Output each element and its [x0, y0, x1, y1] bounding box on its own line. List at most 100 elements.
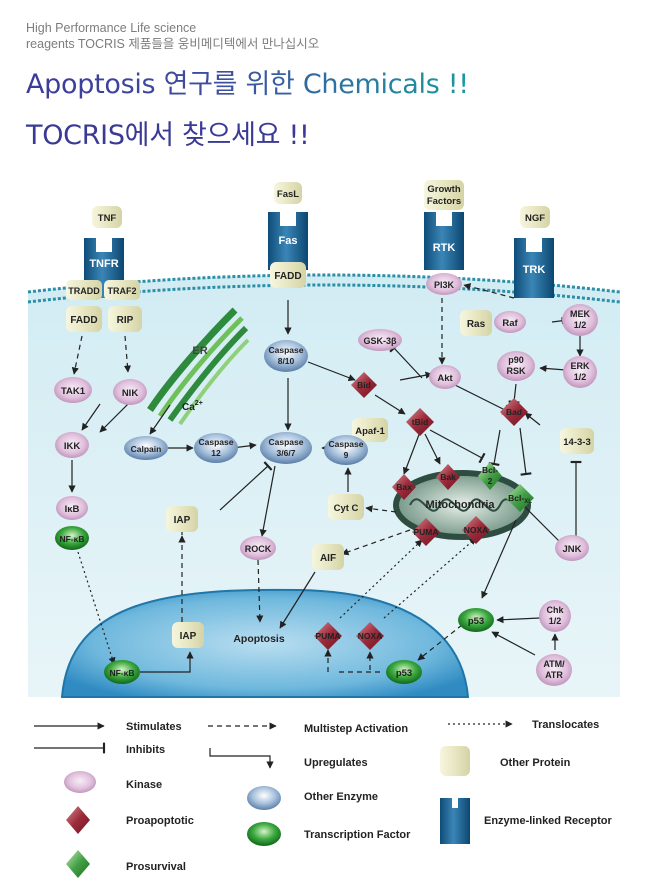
- nfkb-nucleus-label: NF-κB: [109, 668, 134, 678]
- fas-label: Fas: [279, 235, 298, 247]
- iap-nucleus-label: IAP: [180, 631, 197, 642]
- rock-label: ROCK: [245, 544, 272, 554]
- ikb-label: IκB: [65, 504, 80, 515]
- bclxl-subscript: XL: [524, 499, 532, 505]
- iap-label: IAP: [174, 515, 191, 526]
- aif-label: AIF: [320, 553, 336, 564]
- tak1-label: TAK1: [61, 386, 86, 397]
- legend-translocates: Translocates: [532, 719, 599, 731]
- p90rsk-label-1: p90: [508, 355, 524, 365]
- apaf1-label: Apaf-1: [355, 426, 385, 437]
- subtitle-line-2: reagents TOCRIS 제품들을 웅비메디텍에서 만나십시오: [26, 37, 320, 51]
- prosurvival-nodes: Bcl- 2 Bcl-XL: [478, 462, 534, 512]
- jnk-label: JNK: [562, 544, 581, 555]
- other-protein-nodes: TNF FasL Growth Factors NGF TRADD TRAF2 …: [66, 180, 594, 648]
- tnf-label: TNF: [98, 213, 117, 224]
- traf2-label: TRAF2: [108, 286, 137, 296]
- nucleus: [60, 588, 470, 698]
- legend-stimulates: Stimulates: [126, 721, 182, 733]
- receptor-fas: Fas: [268, 212, 308, 270]
- raf-label: Raf: [502, 318, 518, 329]
- p53-label: p53: [468, 616, 484, 627]
- rtk-label: RTK: [433, 242, 456, 254]
- bclxl-label: Bcl-XL: [508, 493, 532, 505]
- erk-label-2: 1/2: [574, 372, 587, 382]
- transcription-factor-nodes: NF-κB p53 NF-κB p53: [55, 526, 494, 684]
- calcium-superscript: 2+: [195, 400, 203, 407]
- atm-label-1: ATM/: [543, 659, 565, 669]
- caspase12-label-1: Caspase: [199, 437, 234, 447]
- er-label: ER: [192, 345, 207, 357]
- legend-proapoptotic: Proapoptotic: [126, 815, 194, 827]
- apoptosis-label: Apoptosis: [233, 633, 284, 645]
- legend-multistep: Multistep Activation: [304, 723, 408, 735]
- tnfr-label: TNFR: [89, 258, 118, 270]
- protein-1433-label: 14-3-3: [563, 437, 590, 448]
- mitochondria-label: Mitochondria: [425, 499, 495, 511]
- calpain-label: Calpain: [131, 444, 162, 454]
- enzyme-nodes: Caspase 8/10 Calpain Caspase 12 Caspase …: [124, 340, 368, 465]
- legend-inhibits: Inhibits: [126, 744, 165, 756]
- erk-label-1: ERK: [570, 361, 590, 371]
- ras-label: Ras: [467, 319, 486, 330]
- caspase9-label-2: 9: [344, 450, 349, 460]
- caspase12-label-2: 12: [211, 448, 221, 458]
- nik-label: NIK: [122, 388, 139, 399]
- nfkb-label: NF-κB: [59, 534, 84, 544]
- headline-title: Apoptosis 연구를 위한 Chemicals !!: [26, 62, 469, 101]
- puma-label: PUMA: [413, 527, 438, 537]
- noxa-label: NOXA: [464, 525, 489, 535]
- fasl-label: FasL: [277, 189, 299, 200]
- legend-prosurvival: Prosurvival: [126, 861, 186, 873]
- p53-nucleus-label: p53: [396, 668, 412, 679]
- chk-label-2: 1/2: [549, 616, 562, 626]
- bid-label: Bid: [357, 380, 371, 390]
- legend-other-enzyme: Other Enzyme: [304, 791, 378, 803]
- legend-kinase: Kinase: [126, 779, 162, 791]
- mek-label-1: MEK: [570, 309, 591, 319]
- legend-transcription-factor: Transcription Factor: [304, 829, 411, 841]
- caspase367-label-2: 3/6/7: [277, 448, 296, 458]
- puma-nucleus-label: PUMA: [315, 631, 340, 641]
- proapoptotic-nodes: Bid tBid Bad Bax Bak PUMA NOXA PUMA NOXA: [314, 372, 528, 650]
- caspase367-label-1: Caspase: [269, 437, 304, 447]
- legend-upregulates: Upregulates: [304, 757, 368, 769]
- cytc-label: Cyt C: [334, 503, 359, 514]
- kinase-nodes: PI3K Raf MEK 1/2 GSK-3β TAK1 NIK Akt p90…: [54, 273, 598, 686]
- receptor-trk: TRK: [514, 238, 554, 298]
- bak-label: Bak: [440, 472, 456, 482]
- akt-label: Akt: [437, 373, 453, 384]
- ngf-label: NGF: [525, 213, 545, 224]
- pi3k-label: PI3K: [434, 280, 455, 290]
- bcl2-label-1: Bcl-: [482, 465, 498, 475]
- growth-factors-label-2: Factors: [427, 196, 461, 207]
- fadd-label: FADD: [274, 271, 301, 282]
- caspase810-label-2: 8/10: [278, 356, 295, 366]
- legend: Stimulates Multistep Activation Transloc…: [34, 719, 612, 878]
- gsk3b-label: GSK-3β: [364, 336, 398, 346]
- endoplasmic-reticulum: [147, 307, 250, 426]
- ikk-label: IKK: [64, 441, 81, 452]
- bax-label: Bax: [396, 482, 412, 492]
- calcium-label: Ca2+: [182, 400, 203, 413]
- rip-label: RIP: [117, 315, 134, 326]
- legend-other-protein: Other Protein: [500, 757, 571, 769]
- caspase810-label-1: Caspase: [269, 345, 304, 355]
- caspase9-label-1: Caspase: [329, 439, 364, 449]
- bcl2-label-2: 2: [488, 476, 493, 486]
- atm-label-2: ATR: [545, 670, 563, 680]
- growth-factors-label-1: Growth: [427, 184, 460, 195]
- header: High Performance Life science reagents T…: [26, 20, 319, 52]
- receptor-rtk: RTK: [424, 212, 464, 270]
- tradd-label: TRADD: [68, 286, 100, 296]
- trk-label: TRK: [523, 264, 546, 276]
- noxa-nucleus-label: NOXA: [358, 631, 383, 641]
- fadd-left-label: FADD: [70, 315, 97, 326]
- p90rsk-label-2: RSK: [506, 366, 526, 376]
- mek-label-2: 1/2: [574, 320, 587, 330]
- legend-receptor: Enzyme-linked Receptor: [484, 815, 612, 827]
- subtitle-line-1: High Performance Life science: [26, 21, 197, 35]
- bad-label: Bad: [506, 407, 522, 417]
- chk-label-1: Chk: [546, 605, 564, 615]
